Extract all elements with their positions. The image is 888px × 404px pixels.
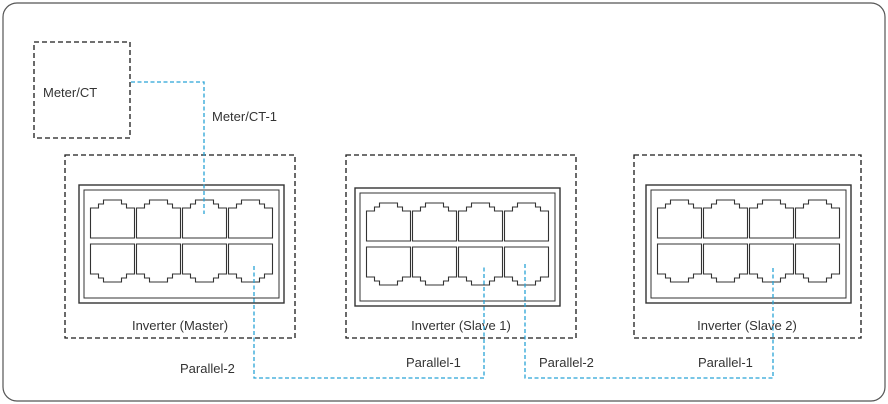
connection-label-meter-ct-1: Meter/CT-1: [212, 109, 277, 124]
meter-box: Meter/CT: [33, 41, 131, 139]
rj45-port: [89, 243, 136, 283]
inverter-slave-1-label: Inverter (Slave 1): [411, 318, 511, 333]
rj45-port: [702, 199, 749, 239]
rj45-port: [181, 243, 228, 283]
rj45-port: [702, 243, 749, 283]
rj45-port: [181, 199, 228, 239]
rj45-port: [89, 199, 136, 239]
inverter-slave-2: Inverter (Slave 2): [633, 154, 862, 339]
port-panel-inner: [359, 192, 556, 302]
wire-parallel-slave1-slave2: [524, 264, 774, 379]
wire-parallel-master-slave1: [253, 266, 485, 379]
rj45-port: [457, 202, 504, 242]
rj45-port: [748, 243, 795, 283]
port-panel-inner: [83, 189, 280, 299]
meter-label: Meter/CT: [43, 85, 97, 100]
inverter-slave-2-label: Inverter (Slave 2): [697, 318, 797, 333]
inverter-slave-1-border: [345, 154, 577, 339]
rj45-port: [365, 202, 412, 242]
rj45-port: [227, 243, 274, 283]
rj45-port: [503, 246, 550, 286]
inverter-master: Inverter (Master): [64, 154, 296, 339]
rj45-port: [135, 199, 182, 239]
rj45-port: [794, 243, 841, 283]
rj45-port: [365, 246, 412, 286]
port-panel-inner: [650, 189, 847, 299]
rj45-port: [794, 199, 841, 239]
inverter-master-border: [64, 154, 296, 339]
inverter-master-label: Inverter (Master): [132, 318, 228, 333]
connection-label-slave2-parallel-1: Parallel-1: [698, 355, 753, 370]
port-panel-slave-1: [354, 187, 561, 307]
port-panel-slave-2: [645, 184, 852, 304]
inverter-slave-1: Inverter (Slave 1): [345, 154, 577, 339]
inverter-slave-2-border: [633, 154, 862, 339]
rj45-port: [457, 246, 504, 286]
rj45-port: [656, 243, 703, 283]
rj45-port: [227, 199, 274, 239]
rj45-port: [411, 246, 458, 286]
rj45-port: [135, 243, 182, 283]
connection-label-slave1-parallel-2: Parallel-2: [539, 355, 594, 370]
rj45-port: [748, 199, 795, 239]
meter-box-border: [33, 41, 131, 139]
rj45-port: [411, 202, 458, 242]
connection-label-slave1-parallel-1: Parallel-1: [406, 355, 461, 370]
connection-label-master-parallel-2: Parallel-2: [180, 361, 235, 376]
rj45-port: [656, 199, 703, 239]
rj45-port: [503, 202, 550, 242]
wire-meter-ct-1: [131, 81, 205, 214]
port-panel-master: [78, 184, 285, 304]
